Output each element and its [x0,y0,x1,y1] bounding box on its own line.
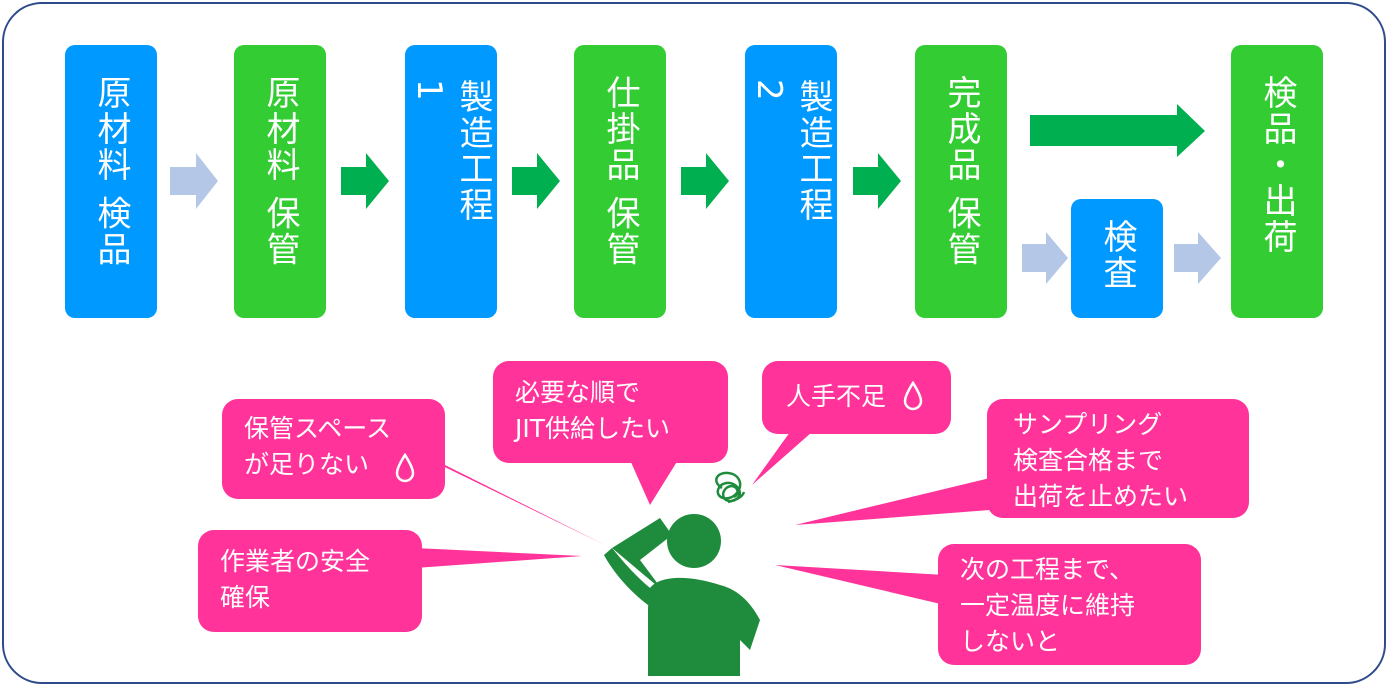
arrow-green-3 [681,153,729,209]
step-label: 検査 [1097,219,1137,291]
bubble-temperature: 次の工程まで、 一定温度に維持 しないと [938,544,1201,665]
bubble-sampling-text: サンプリング 検査合格まで 出荷を止めたい [1013,410,1189,511]
arrow-light-3 [1174,232,1221,284]
drop-icon [395,453,415,483]
arrow-green-1 [341,153,389,209]
step-manufacturing-2: 製造工程 2 [745,45,837,318]
step-manufacturing-1: 製造工程 1 [405,45,497,318]
step-wip-storage: 仕掛品 保管 [574,45,666,318]
step-raw-material-storage: 原材料 保管 [234,45,326,318]
arrow-long [1030,104,1205,157]
step-label: 仕掛品 保管 [600,75,640,268]
step-raw-material-inspection: 原材料 検品 [65,45,157,318]
step-label: 原材料 検品 [91,75,131,268]
bubble-sampling: サンプリング 検査合格まで 出荷を止めたい [987,399,1249,518]
bubble-staff-text: 人手不足 [786,382,887,411]
bubble-tail-jit [630,460,678,505]
step-label: 製造工程 2 [749,79,833,223]
arrow-light-2 [1022,232,1068,284]
step-inspection-shipping: 検品・出荷 [1231,45,1323,318]
drop-icon [903,381,923,411]
bubble-tail-temperature [775,565,945,605]
bubble-safety: 作業者の安全 確保 [198,530,422,632]
step-label: 検品・出荷 [1257,75,1297,255]
bubble-temperature-text: 次の工程まで、 一定温度に維持 しないと [960,555,1136,656]
bubble-tail-storage [420,455,605,545]
arrow-green-4 [853,153,901,209]
bubble-storage-text: 保管スペース が足りない [244,414,392,479]
step-label: 原材料 保管 [260,75,300,268]
step-inspection: 検査 [1071,199,1163,318]
bubble-tail-staff [752,432,812,485]
step-label: 完成品 保管 [941,75,981,268]
bubble-tail-safety [415,548,582,568]
bubble-tail-sampling [795,478,990,525]
bubble-staff: 人手不足 [762,361,951,434]
bubble-jit: 必要な順で JIT供給したい [493,361,728,463]
bubble-storage: 保管スペース が足りない [222,399,445,499]
arrow-light-1 [170,153,218,209]
arrow-green-2 [512,153,560,209]
worried-person-icon [604,514,760,676]
bubble-jit-text: 必要な順で JIT供給したい [515,378,671,443]
step-label: 製造工程 1 [409,79,493,223]
scribble-icon [715,471,746,504]
bubble-safety-text: 作業者の安全 確保 [220,547,371,612]
step-finished-storage: 完成品 保管 [915,45,1007,318]
